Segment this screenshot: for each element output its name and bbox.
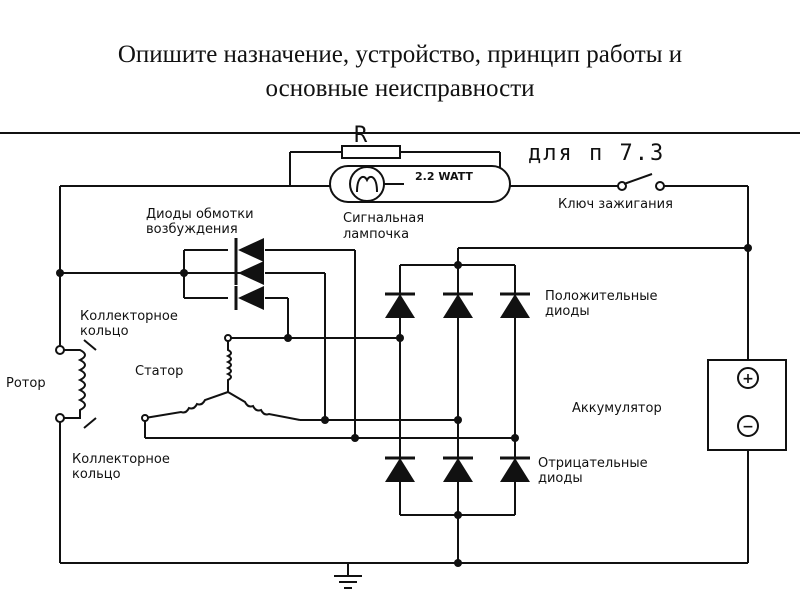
slide-title-line-2: основные неисправности [265,75,535,102]
slip-ring-bottom-label-line-1: Коллекторное [72,452,170,467]
resistor [341,145,401,159]
lamp-label-line-1: Сигнальная [343,211,424,226]
lamp-rating: 2.2 WATT [415,170,473,183]
battery-label: Аккумулятор [572,401,662,416]
rotor-winding [55,339,97,429]
positive-diode-2 [443,292,473,320]
negative-diode-2 [443,456,473,484]
field-diode-1 [234,238,266,262]
battery-plus-sign: + [742,371,754,387]
ground-icon [334,563,362,589]
slide-title: Опишите назначение, устройство, принцип … [0,38,800,106]
rotor-label: Ротор [6,376,46,391]
battery-minus-sign: − [742,419,754,435]
stator-label: Статор [135,364,183,379]
positive-diodes-label-line-1: Положительные [545,289,657,304]
field-diode-3 [234,286,266,310]
handwritten-note: для п 7.3 [528,141,665,166]
ignition-key-label: Ключ зажигания [558,197,673,212]
negative-diodes-label-line-1: Отрицательные [538,456,648,471]
positive-diodes-label-line-2: диоды [545,304,590,319]
battery: + − [707,359,787,451]
lamp-branch: R для п 7.3 2.2 WATT [60,123,665,203]
lamp-bulb-icon [349,166,385,202]
field-diodes-label-line-2: возбуждения [146,222,238,237]
battery-minus-terminal [737,415,759,437]
stator-winding [141,334,301,438]
slip-ring-top-label-line-2: кольцо [80,324,129,339]
positive-diode-3 [500,292,530,320]
slip-ring-top-label-line-1: Коллекторное [80,309,178,324]
positive-diode-1 [385,292,415,320]
field-diodes-label-line-1: Диоды обмотки [146,207,254,222]
field-diode-2 [234,261,266,285]
negative-diodes-label-line-2: диоды [538,471,583,486]
slip-ring-bottom-label-line-2: кольцо [72,467,121,482]
lamp-label-line-2: лампочка [343,227,409,242]
ignition-switch [617,173,748,191]
negative-diode-3 [500,456,530,484]
negative-diode-1 [385,456,415,484]
slide-title-line-1: Опишите назначение, устройство, принцип … [117,41,683,68]
resistor-mark: R [354,123,368,148]
battery-plus-terminal [737,367,759,389]
